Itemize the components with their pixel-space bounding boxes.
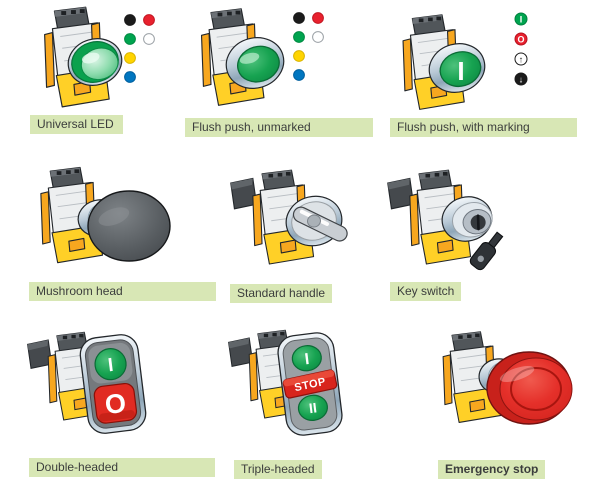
marking-option-up-arrow-icon: ↑	[514, 52, 528, 66]
label-emergency-stop: Emergency stop	[438, 460, 546, 479]
swatch-green	[293, 31, 305, 43]
emergency-stop-illustration	[442, 331, 573, 425]
swatch-yellow	[293, 50, 305, 62]
swatch-red	[312, 12, 324, 24]
label-key-switch: Key switch	[390, 282, 462, 301]
swatch-white	[312, 31, 324, 43]
marking-option-stop: O	[514, 32, 528, 46]
swatch-blue	[293, 69, 305, 81]
svg-text:O: O	[517, 35, 524, 45]
double-headed-illustration: I O	[25, 322, 147, 434]
label-double-headed: Double-headed	[29, 458, 215, 477]
label-flush-push-unmarked: Flush push, unmarked	[185, 118, 373, 137]
label-standard-handle: Standard handle	[230, 284, 333, 303]
flush-push-unmarked-illustration	[200, 8, 285, 106]
label-mushroom-head: Mushroom head	[29, 282, 216, 301]
swatch-black	[124, 14, 136, 26]
start-marking-text: I	[107, 355, 115, 376]
label-universal-led: Universal LED	[30, 115, 123, 134]
start-marking-text: I	[304, 351, 310, 368]
label-triple-headed: Triple-headed	[234, 460, 322, 479]
button-marking-text: I	[457, 56, 464, 86]
svg-text:↓: ↓	[519, 75, 524, 85]
stop-marking-text: O	[103, 388, 128, 420]
key-switch-illustration	[385, 164, 504, 271]
second-start-marking-text: II	[308, 399, 318, 416]
triple-headed-illustration: I STOP II	[226, 320, 343, 436]
cap-color-options	[293, 12, 324, 81]
flush-push-marked-illustration: I	[402, 14, 486, 110]
marking-option-down-arrow-icon: ↓	[514, 72, 528, 86]
marking-options: I O ↑ ↓	[514, 12, 528, 86]
label-flush-push-marked: Flush push, with marking	[390, 118, 577, 137]
swatch-white	[143, 33, 155, 45]
lens-color-options	[124, 14, 155, 83]
svg-text:↑: ↑	[519, 55, 524, 65]
swatch-blue	[124, 71, 136, 83]
swatch-yellow	[124, 52, 136, 64]
swatch-green	[124, 33, 136, 45]
marking-option-start: I	[514, 12, 528, 26]
mushroom-head-illustration	[40, 166, 171, 264]
svg-text:I: I	[520, 15, 523, 25]
swatch-red	[143, 14, 155, 26]
standard-handle-illustration	[228, 164, 348, 274]
swatch-black	[293, 12, 305, 24]
universal-led-illustration	[44, 6, 123, 108]
